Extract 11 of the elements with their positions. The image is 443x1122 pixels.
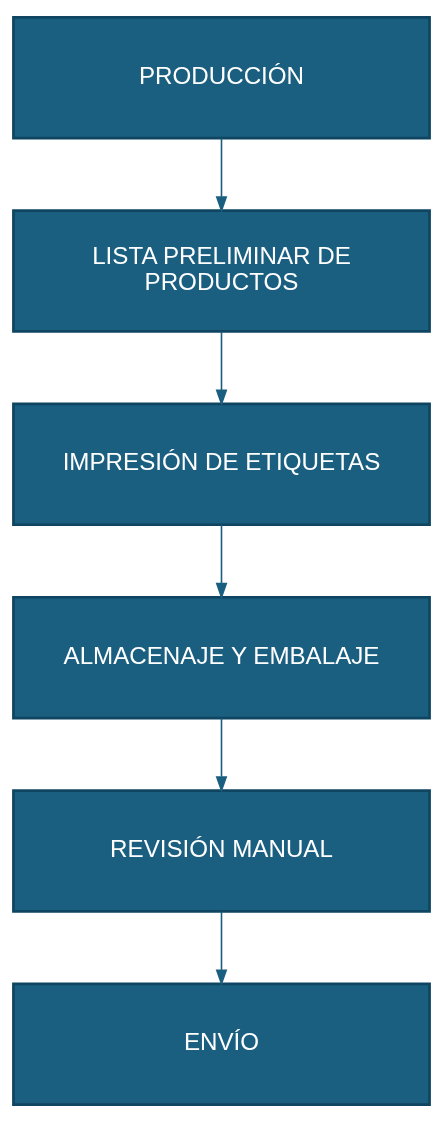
- node-box: IMPRESIÓN DE ETIQUETAS: [12, 402, 431, 527]
- node-box: ALMACENAJE Y EMBALAJE: [12, 595, 431, 720]
- arrow: [215, 910, 228, 987]
- node-box: ENVÍO: [12, 982, 431, 1106]
- node-box: REVISIÓN MANUAL: [12, 789, 431, 913]
- node-box: PRODUCCIÓN: [12, 16, 431, 140]
- node-box: LISTA PRELIMINAR DE PRODUCTOS: [12, 209, 431, 333]
- arrow: [215, 137, 228, 213]
- arrow: [215, 330, 228, 407]
- arrow: [215, 524, 228, 600]
- arrow: [215, 717, 228, 793]
